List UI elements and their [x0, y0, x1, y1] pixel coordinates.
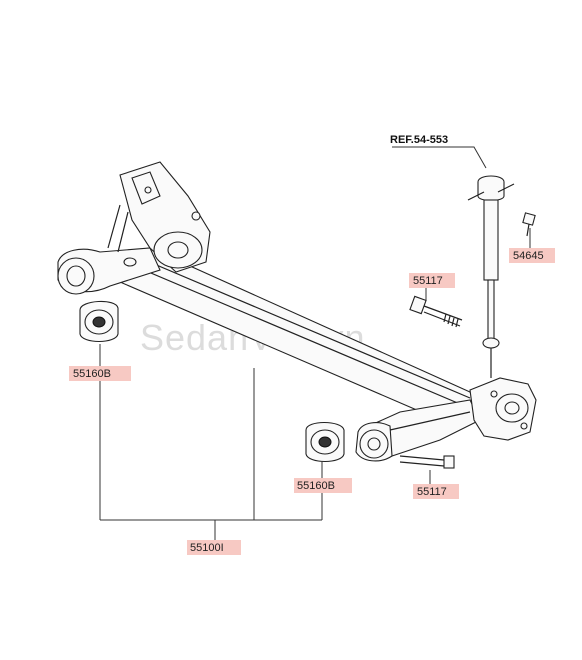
nut	[522, 212, 536, 237]
bushing-right	[305, 421, 345, 463]
bolt-lower	[399, 455, 455, 469]
axle-code: 55100I	[190, 542, 224, 554]
bushing-right-code: 55160B	[297, 480, 335, 492]
leader-lines	[99, 146, 531, 540]
bolt-upper	[409, 295, 463, 328]
label-bushing-right[interactable]: 55160B	[294, 478, 352, 493]
label-nut[interactable]: 54645	[509, 248, 555, 263]
label-reference[interactable]: REF.54-553	[390, 134, 448, 146]
shock-absorber	[467, 175, 515, 378]
rear-axle-beam	[57, 161, 537, 462]
label-axle[interactable]: 55100I	[187, 540, 241, 555]
bolt-lower-code: 55117	[417, 486, 447, 498]
reference-text: REF.54-553	[390, 134, 448, 146]
bushing-left-code: 55160B	[73, 368, 111, 380]
bushing-left	[79, 300, 119, 343]
label-bolt-lower[interactable]: 55117	[413, 484, 459, 499]
bolt-upper-code: 55117	[413, 275, 443, 287]
label-bushing-left[interactable]: 55160B	[69, 366, 131, 381]
nut-code: 54645	[513, 250, 544, 262]
label-bolt-upper[interactable]: 55117	[409, 273, 455, 288]
